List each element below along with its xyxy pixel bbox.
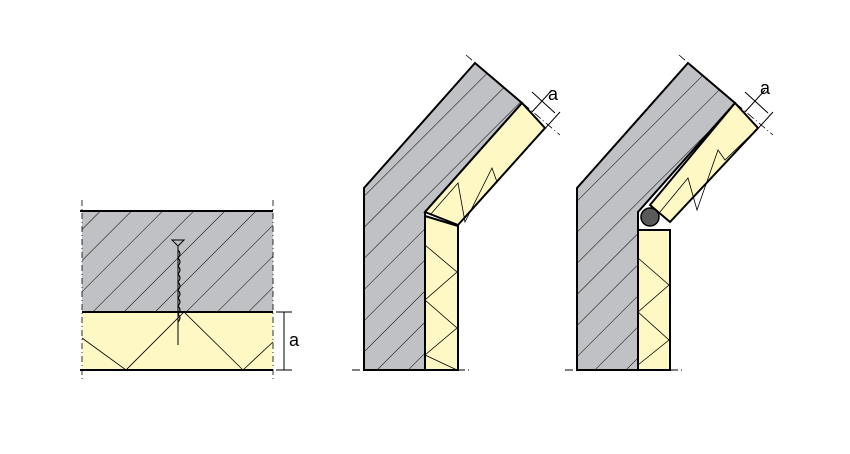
dimension-label: a	[760, 78, 771, 98]
dimension-a: a	[744, 78, 774, 135]
dimension-label: a	[289, 330, 300, 350]
dimension-a: a	[276, 311, 300, 371]
dimension-a: a	[531, 84, 561, 135]
detail-corner-mitred: a	[352, 54, 561, 371]
insulation-vertical	[424, 214, 459, 371]
screw-icon	[170, 239, 186, 345]
detail-corner-backer-rod: a	[565, 54, 774, 371]
insulation-vertical	[637, 229, 671, 371]
detail-flat-wall: a	[80, 200, 300, 380]
backer-rod-icon	[640, 207, 660, 227]
dimension-label: a	[548, 84, 559, 104]
